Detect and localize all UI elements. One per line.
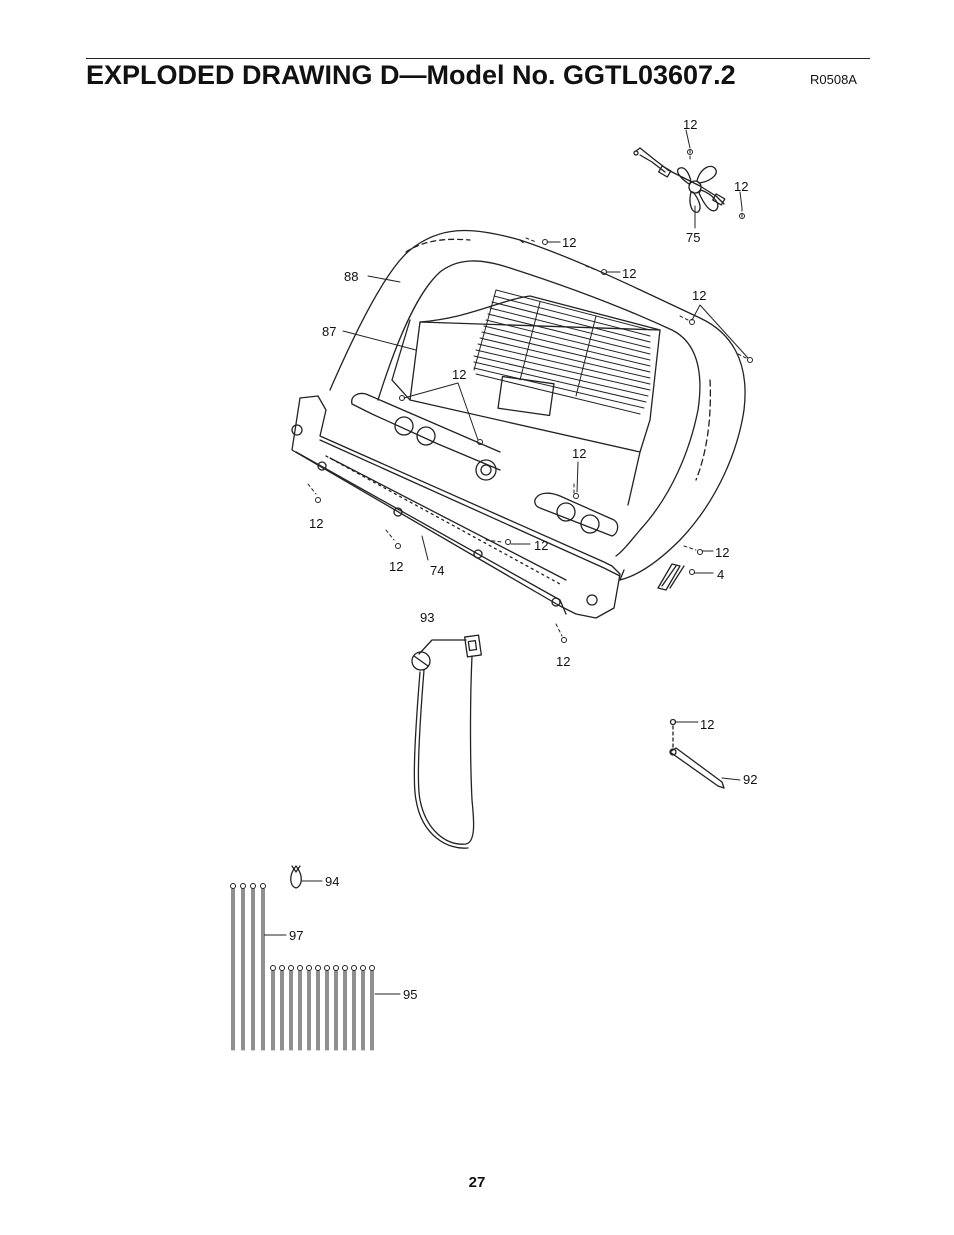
- callout-74: 74: [430, 563, 444, 578]
- callout-93: 93: [420, 610, 434, 625]
- fan-assembly: [633, 147, 726, 213]
- callout-12: 12: [309, 516, 323, 531]
- callout-12: 12: [562, 235, 576, 250]
- callout-12: 12: [700, 717, 714, 732]
- ground-wire-92: [669, 718, 725, 789]
- callout-12: 12: [734, 179, 748, 194]
- callout-12: 12: [572, 446, 586, 461]
- callout-12: 12: [556, 654, 570, 669]
- callout-92: 92: [743, 772, 757, 787]
- callout-75: 75: [686, 230, 700, 245]
- callout-12: 12: [622, 266, 636, 281]
- long-ties-97: [230, 883, 266, 1051]
- callout-94: 94: [325, 874, 339, 889]
- callout-97: 97: [289, 928, 303, 943]
- console-housing-87: [391, 239, 661, 506]
- page-title: EXPLODED DRAWING D—Model No. GGTL03607.2: [86, 60, 736, 90]
- wire-harness: [657, 563, 685, 591]
- callout-12: 12: [715, 545, 729, 560]
- callout-12: 12: [389, 559, 403, 574]
- callout-95: 95: [403, 987, 417, 1002]
- console-upright-88: [329, 229, 746, 581]
- page-number: 27: [468, 1174, 486, 1191]
- callout-87: 87: [322, 324, 336, 339]
- callout-labels: 12 12 75 12 12 12 88 87 12 12 12 12 12 4…: [289, 117, 757, 1002]
- callout-12: 12: [692, 288, 706, 303]
- screws-12: [307, 149, 753, 643]
- callout-12: 12: [683, 117, 697, 132]
- callout-12: 12: [452, 367, 466, 382]
- leader-lines: [263, 129, 749, 995]
- key-and-clip-93: [411, 634, 482, 849]
- drawing-code: R0508A: [810, 72, 857, 87]
- callout-4: 4: [717, 567, 724, 582]
- console-base-74: [291, 392, 621, 619]
- callout-12: 12: [534, 538, 548, 553]
- short-ties-95: [270, 965, 375, 1051]
- tie-94: [290, 865, 302, 889]
- callout-88: 88: [344, 269, 358, 284]
- header-rule: [86, 58, 870, 59]
